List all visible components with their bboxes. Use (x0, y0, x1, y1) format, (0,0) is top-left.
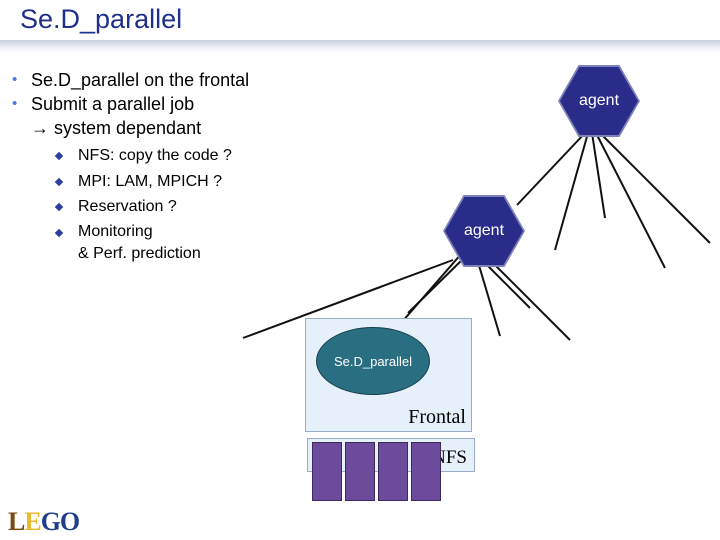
sub-bullet-text: & Perf. prediction (78, 244, 201, 262)
title-divider (0, 40, 720, 54)
slide-title: Se.D_parallel (20, 4, 183, 34)
connector-line (591, 132, 606, 219)
bullet-dot-icon: • (12, 95, 18, 112)
connector-line (477, 261, 501, 337)
connector-line (595, 132, 666, 269)
compute-node (378, 442, 408, 501)
frontal-label: Frontal (408, 406, 466, 428)
agent-node-top: agent (558, 65, 640, 137)
bullet-item: • Se.D_parallel on the frontal (8, 68, 328, 92)
logo-letter: L (8, 507, 25, 536)
sub-bullet-text: NFS: copy the code ? (78, 147, 232, 164)
sub-bullet-text: MPI: LAM, MPICH ? (78, 172, 223, 190)
logo-letter: E (24, 507, 41, 536)
compute-node (345, 442, 375, 501)
agent-label: agent (560, 67, 638, 135)
sub-bullet-item: Monitoring (8, 220, 328, 244)
sub-bullet-continuation: & Perf. prediction (8, 244, 328, 264)
lego-logo: L E GO (8, 507, 80, 536)
bullet-text: Submit a parallel job (31, 94, 195, 114)
bullet-text: Se.D_parallel on the frontal (31, 70, 250, 90)
bullet-dot-icon: • (12, 71, 18, 88)
connector-line (483, 261, 531, 309)
connector-line (407, 255, 467, 314)
bullet-continuation: → system dependant (8, 116, 328, 140)
compute-node (411, 442, 441, 501)
compute-node (312, 442, 342, 501)
connector-line (599, 132, 711, 244)
connector-line (242, 259, 454, 339)
sub-bullet-item: NFS: copy the code ? (8, 143, 328, 169)
sub-bullet-text: Monitoring (78, 222, 153, 240)
sed-parallel-node: Se.D_parallel (316, 327, 430, 395)
sub-bullet-item: MPI: LAM, MPICH ? (8, 169, 328, 195)
bullet-item: • Submit a parallel job (8, 92, 328, 116)
sub-bullet-text: Reservation ? (78, 198, 177, 215)
agent-label: agent (445, 197, 523, 265)
sub-bullet-list: NFS: copy the code ? MPI: LAM, MPICH ? R… (8, 143, 328, 264)
connector-line (489, 259, 571, 341)
sub-bullet-item: Reservation ? (8, 194, 328, 220)
connector-line (516, 132, 586, 206)
bullet-text: → system dependant (31, 118, 202, 138)
bullet-list: • Se.D_parallel on the frontal • Submit … (8, 68, 328, 264)
connector-line (554, 132, 589, 251)
logo-letter: GO (40, 507, 80, 536)
